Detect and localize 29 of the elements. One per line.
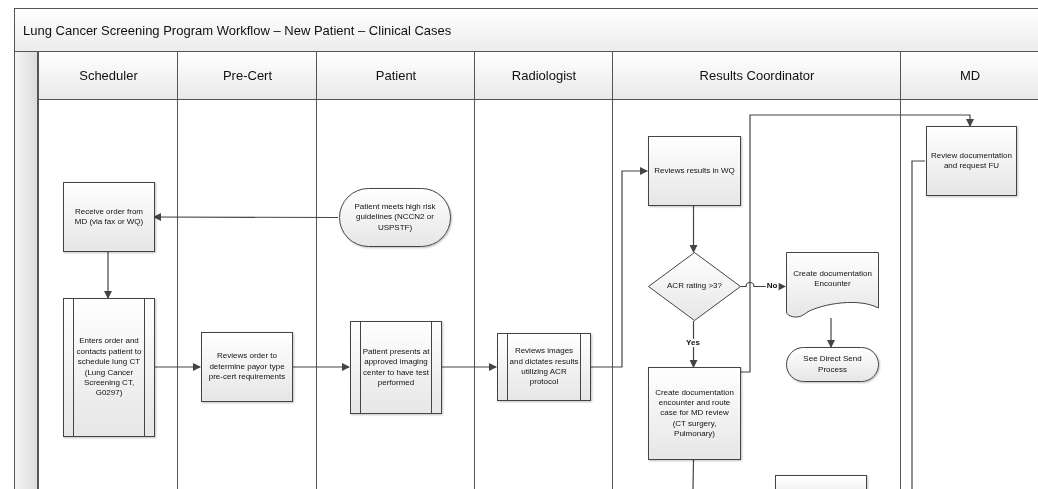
process-box: Create documentation encounter and route case for MD review (CT surgery, Pulmonary) (648, 367, 741, 460)
subprocess-box: Reviews images and dictates results utilizing ACR protocol (497, 333, 591, 401)
connector-arrow (827, 317, 835, 348)
decision-diamond: ACR rating >3? (648, 252, 741, 321)
process-box: Reviews results in WQ (648, 136, 741, 206)
connector-arrow (153, 363, 201, 371)
swimlane (177, 52, 317, 489)
connector-arrow (104, 251, 112, 299)
edge-label: No (765, 282, 779, 290)
connector-arrow (589, 167, 648, 368)
process-box: Review documentation and request FU (926, 126, 1017, 196)
connector-arrow (689, 205, 698, 253)
process-box: Reviews order to determine payor type pre-cert requirements (201, 332, 293, 402)
connector-arrow (440, 363, 497, 371)
process-box: Receive order from MD (via fax or WQ) (63, 182, 155, 252)
swimlane (38, 52, 178, 489)
edge-label: Yes (685, 339, 701, 347)
diagram-title: Lung Cancer Screening Program Workflow – New Patient – Clinical Cases (15, 9, 1038, 52)
document-shape: Create documentation Encounter (786, 252, 879, 318)
swimlane (316, 52, 475, 489)
subprocess-box: Enters order and contacts patient to schedule lung CT (Lung Cancer Screening CT, G0297) (63, 298, 155, 437)
swimlane (474, 52, 613, 489)
connector-arrow (739, 114, 974, 373)
swimlane (612, 52, 901, 489)
connector-arrow (291, 363, 350, 371)
connector-arrow (153, 213, 339, 221)
swimlane (900, 52, 1038, 489)
terminator-box: See Direct Send Process (786, 347, 879, 382)
subprocess-box: Patient presents at approved imaging center to have test performed (350, 321, 442, 414)
